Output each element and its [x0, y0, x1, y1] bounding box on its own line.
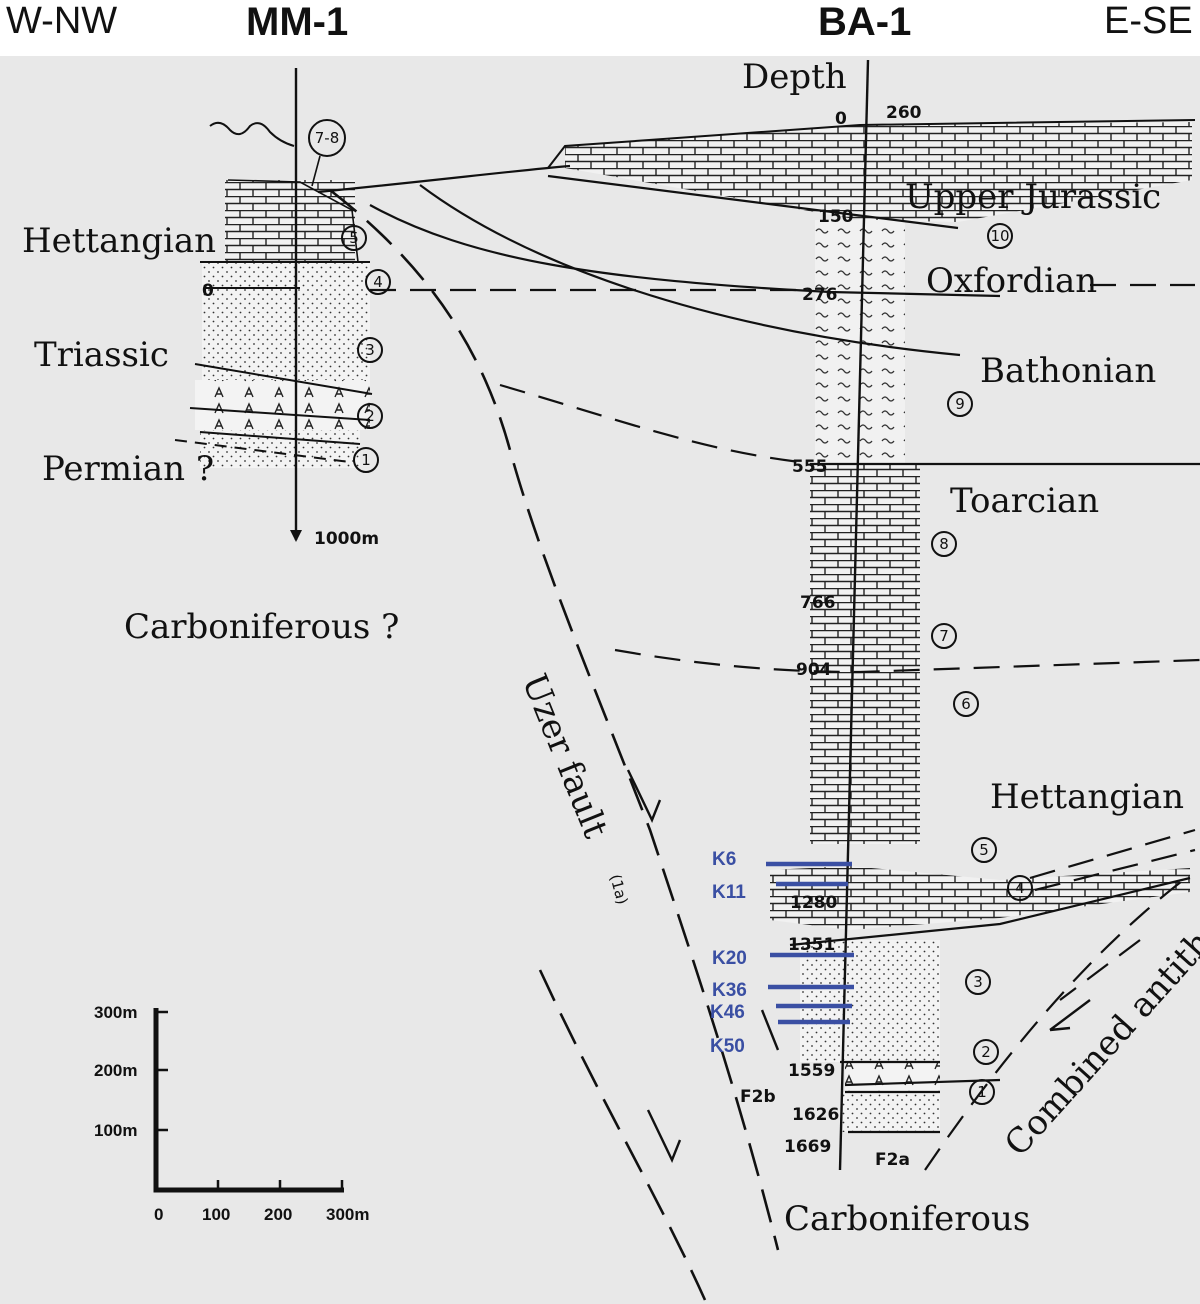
uzer-fault-code: (1a) [606, 872, 631, 906]
ba1-label-oxfordian: Oxfordian [926, 261, 1097, 301]
ba1-depth-title: Depth [742, 57, 847, 97]
uzer-fault [329, 188, 780, 1301]
ba1-label-hettangian: Hettangian [990, 777, 1184, 817]
mm1-hettangian-limestone [225, 180, 355, 262]
scale-v-300: 300m [94, 1003, 137, 1022]
ba1-depth-1626: 1626 [792, 1105, 839, 1125]
mm1-unit-1: 1 [361, 451, 371, 469]
fault-arrows [626, 769, 1091, 1163]
mm1-depth-zero: 0 [202, 281, 214, 301]
ba1-depth-276: 276 [802, 285, 838, 305]
mm1-unit-4: 4 [373, 273, 383, 291]
mm1-unit-2: 2 [365, 407, 375, 425]
ba1-top-260: 260 [886, 103, 922, 123]
mm1-permian-sand [200, 430, 360, 468]
scale-h-100: 100 [202, 1205, 230, 1224]
mm1-triassic-sand [202, 262, 370, 380]
ba1-column [547, 59, 1196, 1171]
ba1-label-toarcian: Toarcian [950, 481, 1099, 521]
ba1-unit-5: 5 [979, 841, 989, 859]
sample-lines [766, 861, 854, 1025]
ba1-hettangian-unit4 [770, 866, 1190, 930]
ba1-unit-1: 1 [977, 1083, 987, 1101]
sample-k50: K50 [710, 1036, 745, 1057]
ba1-fault-f2a: F2a [875, 1150, 910, 1170]
ba1-fault-f2b: F2b [740, 1087, 776, 1107]
mm1-marker-circle [308, 119, 346, 157]
scale-v-200: 200m [94, 1061, 137, 1080]
ba1-unit-6: 6 [961, 695, 971, 713]
mm1-td-label: 1000m [314, 529, 379, 549]
ba1-unit-8: 8 [939, 535, 949, 553]
scale-h-200: 200 [264, 1205, 292, 1224]
ba1-upper-jurassic [565, 122, 1192, 222]
well-label-ba1: BA-1 [818, 0, 912, 44]
scale-h-0: 0 [154, 1205, 163, 1224]
ba1-depth-1280: 1280 [790, 893, 837, 913]
mm1-label-permian: Permian ? [42, 449, 214, 489]
sample-k20: K20 [712, 948, 747, 969]
ba1-triassic-sand [800, 940, 940, 1062]
ba1-depth-1559: 1559 [788, 1061, 835, 1081]
ba1-depth-150: 150 [818, 207, 854, 227]
mm1-label-triassic: Triassic [34, 335, 169, 375]
mm1-unit-circles [341, 225, 391, 473]
cross-section: Hettangian Triassic Permian ? Carbonifer… [0, 56, 1200, 1304]
mm1-column [174, 68, 373, 542]
ba1-permian-sand [842, 1092, 940, 1132]
header: W-NW MM-1 BA-1 E-SE [0, 0, 1200, 56]
antithetic-fault-label: Combined antith [997, 923, 1200, 1164]
direction-left: W-NW [6, 0, 118, 42]
ba1-unit-7: 7 [939, 627, 949, 645]
mm1-label-carboniferous: Carboniferous ? [124, 607, 399, 647]
mm1-unit-3: 3 [365, 341, 375, 359]
sample-k36: K36 [712, 980, 747, 1001]
ba1-depth-555: 555 [792, 457, 828, 477]
ba1-unit-4: 4 [1015, 879, 1025, 897]
mm1-marker-text: 7-8 [315, 129, 340, 147]
ba1-label-bathonian: Bathonian [980, 351, 1156, 391]
ba1-depth-904: 904 [796, 660, 832, 680]
scale-v-100: 100m [94, 1121, 137, 1140]
ba1-top-0: 0 [835, 109, 847, 129]
ba1-label-carboniferous: Carboniferous [784, 1199, 1030, 1239]
ba1-unit-2: 2 [981, 1043, 991, 1061]
direction-right: E-SE [1104, 0, 1193, 42]
ba1-unit-10: 10 [990, 227, 1009, 245]
ba1-depth-1669: 1669 [784, 1137, 831, 1157]
horizon-lines [317, 164, 1200, 1134]
dashed-horizons [370, 283, 1200, 1171]
ba1-depth-1351: 1351 [788, 935, 835, 955]
mm1-triassic-evaporite [195, 380, 370, 430]
sample-k6: K6 [712, 849, 736, 870]
ba1-unit-3: 3 [973, 973, 983, 991]
cross-section-drawing: Hettangian Triassic Permian ? Carbonifer… [22, 57, 1200, 1301]
ba1-depth-766: 766 [800, 593, 836, 613]
scale-h-300: 300m [326, 1205, 369, 1224]
sample-k46: K46 [710, 1002, 745, 1023]
ba1-triassic-evaporite [845, 1062, 940, 1092]
sample-k11: K11 [712, 882, 746, 903]
ba1-lias-carbonates [810, 464, 920, 844]
mm1-unit-5: 5 [349, 229, 359, 247]
uzer-fault-label: Uzer fault [514, 668, 616, 844]
scale-bar [153, 1008, 344, 1193]
ba1-label-upper-jurassic: Upper Jurassic [905, 177, 1161, 217]
ba1-unit-9: 9 [955, 395, 965, 413]
mm1-label-hettangian: Hettangian [22, 221, 216, 261]
ba1-unit-circles [931, 223, 1033, 1105]
well-label-mm1: MM-1 [246, 0, 349, 44]
